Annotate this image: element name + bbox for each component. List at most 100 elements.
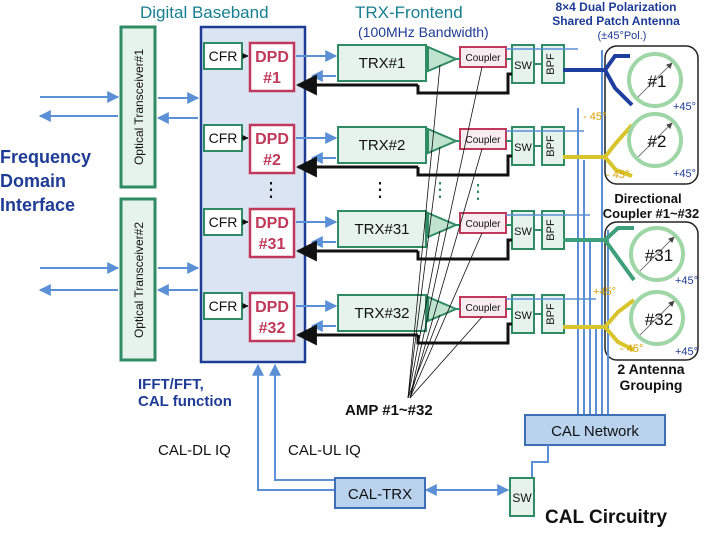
cal-switch-label: SW xyxy=(512,491,532,505)
rx-return-path xyxy=(416,154,512,177)
bpf-label: BPF xyxy=(545,219,557,241)
switch-label: SW xyxy=(514,226,532,238)
trx-frontend-title: TRX-Frontend xyxy=(355,3,463,22)
directional-coupler-label-1: Directional xyxy=(614,191,681,206)
coupler-callout xyxy=(409,232,483,399)
optical-baseband-links xyxy=(156,92,200,296)
plus45-label: +45° xyxy=(675,275,698,287)
dots-coupler: ⋮ xyxy=(468,181,488,203)
trx-label: TRX#32 xyxy=(354,305,409,322)
dpd-index: #2 xyxy=(263,152,281,169)
cal-switch-box xyxy=(509,477,535,517)
antenna-feed-bottom-green xyxy=(563,226,636,282)
switch-label: SW xyxy=(514,60,532,72)
coupler-label: Coupler xyxy=(465,53,501,64)
plus45-3: +45° xyxy=(593,286,616,298)
minus45-bot: - 45° xyxy=(620,343,643,355)
cfr-label: CFR xyxy=(209,298,238,314)
coupler-callout xyxy=(409,316,483,399)
cfr-box xyxy=(203,292,243,320)
coupler-box xyxy=(459,128,507,150)
cfr-box xyxy=(203,124,243,152)
bpf-label: BPF xyxy=(545,53,557,75)
dpd-index: #31 xyxy=(259,236,286,253)
rx-return-path xyxy=(416,322,512,345)
antenna-element-label: #1 xyxy=(648,72,667,91)
plus45-label: +45° xyxy=(675,346,698,358)
switch-label: SW xyxy=(514,310,532,322)
bpf-label: BPF xyxy=(545,135,557,157)
antenna-title-line3: (±45°Pol.) xyxy=(598,30,647,42)
dots-trx: ⋮ xyxy=(370,179,390,201)
dpd-box xyxy=(248,41,296,93)
coupler-callout xyxy=(409,66,483,399)
antenna-feed-top-blue xyxy=(563,54,634,107)
trx-label: TRX#1 xyxy=(359,55,406,72)
cal-trx-box xyxy=(334,477,426,509)
optical-transceiver-1-label: Optical Transceiver#1 xyxy=(132,49,146,165)
trx-box xyxy=(337,294,427,332)
bpf-label: BPF xyxy=(545,303,557,325)
optical-transceiver-2-label: Optical Transceiver#2 xyxy=(132,222,146,338)
amplifier-icon xyxy=(427,45,459,73)
plus45-label: +45° xyxy=(673,168,696,180)
coupler-box xyxy=(459,212,507,234)
amp-callout-lines xyxy=(407,64,483,399)
dots-baseband: ⋮ xyxy=(261,179,281,201)
directional-coupler-label-2: Coupler #1~#32 xyxy=(603,206,699,221)
dpd-box xyxy=(248,123,296,175)
antenna-element-1: #1+45° xyxy=(627,52,696,113)
coupler-box xyxy=(459,296,507,318)
rx-return-path xyxy=(416,238,512,261)
optical-transceiver-2 xyxy=(119,197,157,362)
antenna-element-2: #2 +45° xyxy=(627,112,696,180)
antenna-element-3: #31+45° xyxy=(629,226,698,287)
antenna-element-label: #2 xyxy=(648,132,667,151)
antenna-title-line1: 8×4 Dual Polarization xyxy=(555,0,676,14)
antenna-title-line2: Shared Patch Antenna xyxy=(552,14,680,28)
optical-transceiver-1 xyxy=(119,25,157,189)
cal-circuitry-label: CAL Circuitry xyxy=(545,507,668,528)
dpd-label: DPD xyxy=(255,299,289,316)
polarization-arrow xyxy=(637,62,673,98)
antenna-elements: #1+45°#2+45°#31+45°#32+45° xyxy=(627,52,698,358)
amplifier-icon xyxy=(427,211,459,239)
trx-box xyxy=(337,210,427,248)
coupler-label: Coupler xyxy=(465,303,501,314)
coupler-box xyxy=(459,46,507,68)
dpd-label: DPD xyxy=(255,49,289,66)
digital-baseband-title: Digital Baseband xyxy=(140,3,269,22)
frequency-interface-label-3: Interface xyxy=(0,195,75,215)
rx-return-path xyxy=(416,72,512,95)
dots-amp: ⋮ xyxy=(430,179,450,201)
switch-label: SW xyxy=(514,142,532,154)
trx-box xyxy=(337,126,427,164)
polarization-arrow xyxy=(637,122,673,158)
cal-bus-lines xyxy=(577,50,609,415)
cal-network-box xyxy=(524,414,666,446)
amplifier-icon xyxy=(427,295,459,323)
antenna-feed-top-yellow xyxy=(563,123,634,178)
dpd-index: #1 xyxy=(263,70,281,87)
polarization-arrow xyxy=(639,236,675,272)
cal-ul-iq-label: CAL-UL IQ xyxy=(288,442,361,459)
cfr-label: CFR xyxy=(209,214,238,230)
dpd-label: DPD xyxy=(255,131,289,148)
amp-callout xyxy=(407,64,441,399)
cfr-box xyxy=(203,208,243,236)
minus45-mid: - 45° xyxy=(606,169,629,181)
antenna-feed-bottom-yellow xyxy=(563,298,636,352)
antenna-element-4: #32+45° xyxy=(629,290,698,358)
trx-box xyxy=(337,44,427,82)
dpd-index: #32 xyxy=(259,320,286,337)
amp-label: AMP #1~#32 xyxy=(345,402,433,419)
cfr-label: CFR xyxy=(209,48,238,64)
trx-label: TRX#31 xyxy=(354,221,409,238)
cal-trx-label: CAL-TRX xyxy=(348,486,412,503)
trx-label: TRX#2 xyxy=(359,137,406,154)
antenna-element-label: #31 xyxy=(645,246,673,265)
cal-circuit-lines xyxy=(252,363,549,496)
